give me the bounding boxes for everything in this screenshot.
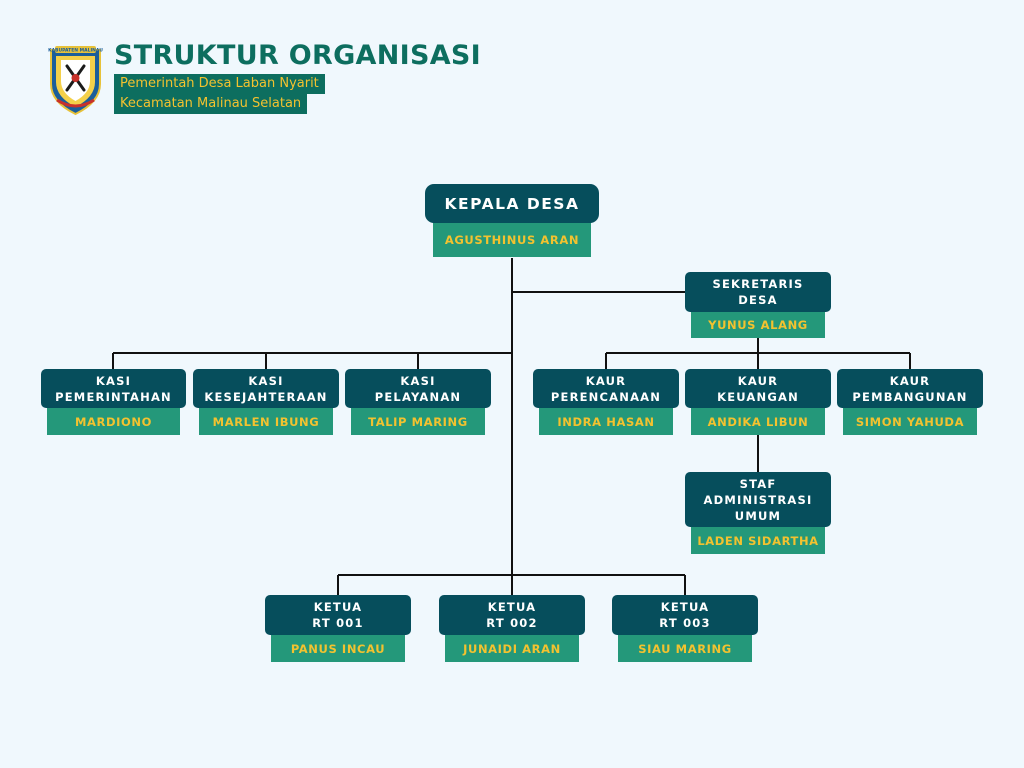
- kaur-pembangunan-name: SIMON YAHUDA: [843, 408, 977, 435]
- kaur-pembangunan-role: KAUR PEMBANGUNAN: [837, 369, 983, 408]
- kasi-kesejahteraan-role: KASI KESEJAHTERAAN: [193, 369, 339, 408]
- sekretaris-role: SEKRETARIS DESA: [685, 272, 831, 312]
- page-title: STRUKTUR ORGANISASI: [114, 40, 482, 71]
- ketua-rt-003-name: SIAU MARING: [618, 635, 752, 662]
- kaur-keuangan-role: KAUR KEUANGAN: [685, 369, 831, 408]
- sekretaris-name: YUNUS ALANG: [691, 312, 825, 338]
- kaur-perencanaan-name: INDRA HASAN: [539, 408, 673, 435]
- kepala-desa-role: KEPALA DESA: [425, 184, 599, 223]
- ketua-rt-002-role: KETUA RT 002: [439, 595, 585, 635]
- staf-administrasi-role: STAF ADMINISTRASI UMUM: [685, 472, 831, 527]
- kasi-kesejahteraan-name: MARLEN IBUNG: [199, 408, 333, 435]
- kaur-keuangan-name: ANDIKA LIBUN: [691, 408, 825, 435]
- page-subtitle-district: Kecamatan Malinau Selatan: [114, 94, 308, 114]
- kasi-pemerintahan-name: MARDIONO: [47, 408, 180, 435]
- kepala-desa-name: AGUSTHINUS ARAN: [433, 220, 591, 257]
- kasi-pemerintahan-role: KASI PEMERINTAHAN: [41, 369, 186, 408]
- staf-administrasi-name: LADEN SIDARTHA: [691, 527, 825, 554]
- ketua-rt-001-name: PANUS INCAU: [271, 635, 405, 662]
- logo-text: KABUPATEN MALINAU: [48, 48, 103, 54]
- kasi-pelayanan-name: TALIP MARING: [351, 408, 485, 435]
- ketua-rt-002-name: JUNAIDI ARAN: [445, 635, 579, 662]
- kasi-pelayanan-role: KASI PELAYANAN: [345, 369, 491, 408]
- kaur-perencanaan-role: KAUR PERENCANAAN: [533, 369, 679, 408]
- ketua-rt-003-role: KETUA RT 003: [612, 595, 758, 635]
- ketua-rt-001-role: KETUA RT 001: [265, 595, 411, 635]
- page-subtitle-village: Pemerintah Desa Laban Nyarit: [114, 74, 325, 94]
- malinau-regency-logo: KABUPATEN MALINAU: [48, 46, 103, 116]
